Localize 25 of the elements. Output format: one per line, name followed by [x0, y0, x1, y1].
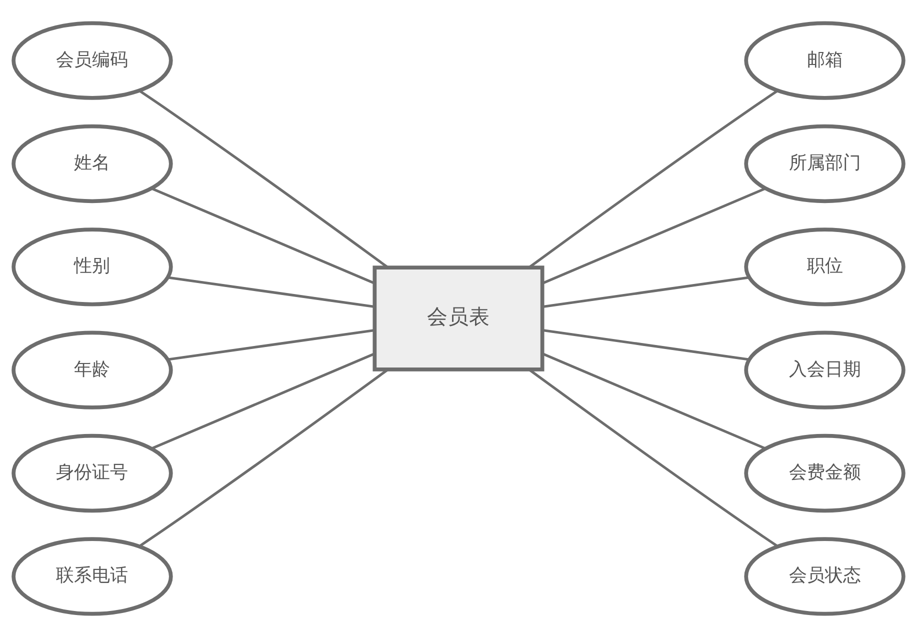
connector — [138, 89, 388, 268]
connector — [138, 368, 388, 547]
connector — [542, 352, 766, 450]
node-ellipse: 职位 — [744, 227, 906, 306]
connector — [151, 186, 375, 284]
node-ellipse: 会费金额 — [744, 433, 906, 512]
connector — [542, 328, 750, 360]
connector — [151, 352, 375, 450]
connector — [528, 89, 778, 268]
node-ellipse: 联系电话 — [12, 536, 173, 616]
node-ellipse: 姓名 — [12, 124, 173, 203]
node-ellipse: 会员状态 — [744, 536, 906, 616]
connector — [528, 368, 778, 547]
node-ellipse: 年龄 — [12, 330, 173, 409]
node-ellipse: 所属部门 — [744, 124, 906, 203]
connector — [168, 276, 375, 308]
node-ellipse: 入会日期 — [744, 330, 906, 409]
node-ellipse: 会员编码 — [12, 20, 173, 100]
connector — [168, 328, 375, 360]
connector — [542, 186, 766, 284]
node-ellipse: 性别 — [12, 227, 173, 306]
node-box: 会员表 — [372, 265, 544, 371]
node-ellipse: 邮箱 — [744, 20, 906, 100]
node-ellipse: 身份证号 — [12, 433, 173, 512]
connector — [542, 276, 750, 308]
